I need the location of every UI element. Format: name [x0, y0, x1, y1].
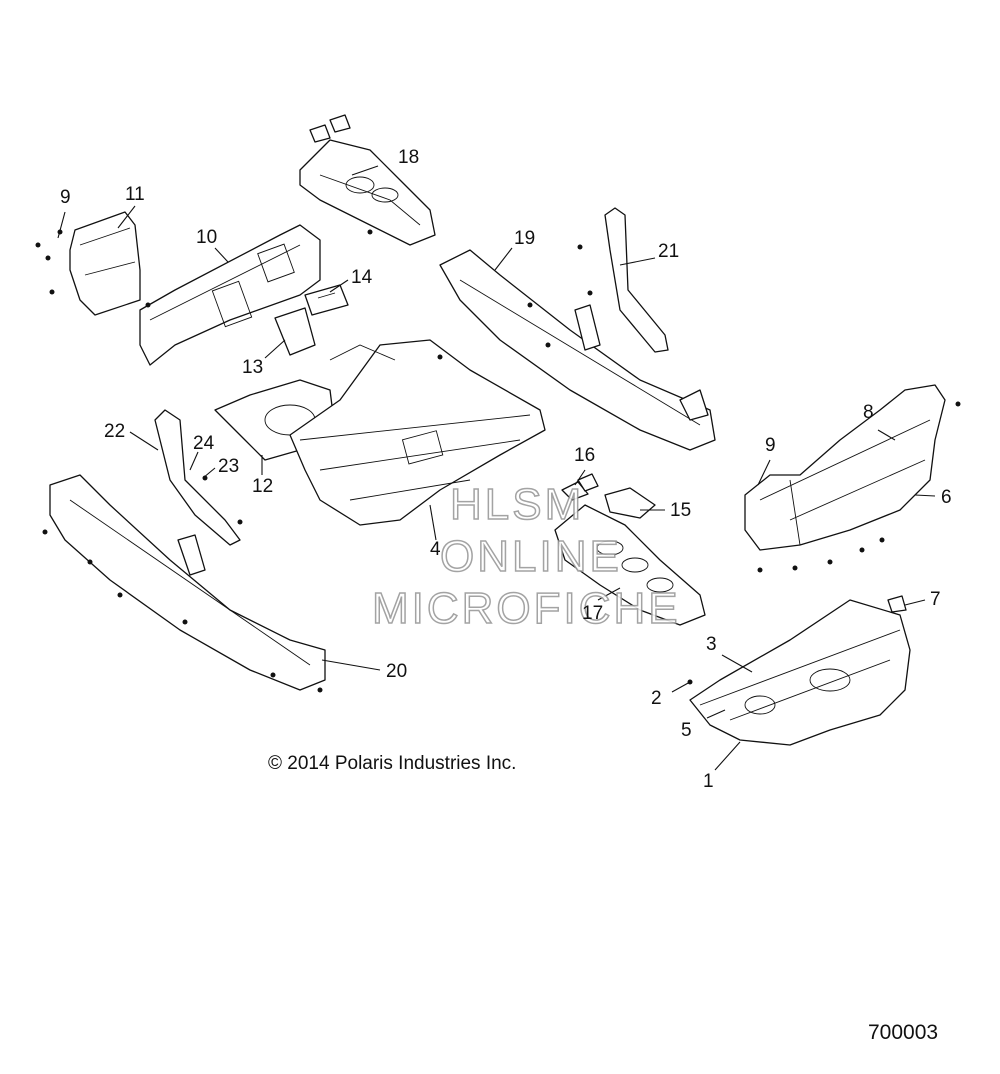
callout-10: 10 — [196, 227, 218, 248]
fasteners — [35, 229, 961, 693]
part-20-side-rail-left — [49, 474, 326, 691]
callout-18: 18 — [398, 147, 420, 168]
callout-16: 16 — [574, 445, 596, 466]
callout-6: 6 — [941, 487, 952, 508]
callout-13: 13 — [242, 357, 264, 378]
part-15-console-cap — [604, 487, 656, 519]
callout-23: 23 — [218, 456, 240, 477]
callout-24: 24 — [193, 433, 215, 454]
diagram-number: 700003 — [868, 1021, 939, 1044]
part-6-bulkhead — [744, 384, 946, 551]
watermark-line-1: HLSM — [449, 479, 585, 530]
part-11-side-panel — [69, 211, 141, 316]
part-14-plate — [304, 284, 349, 316]
part-13-plate — [274, 307, 316, 356]
callout-12: 12 — [252, 476, 274, 497]
callout-2: 2 — [651, 688, 662, 709]
callout-7: 7 — [930, 589, 941, 610]
callout-11: 11 — [125, 184, 145, 205]
part-22-left-trim-strip — [154, 409, 241, 546]
callout-19: 19 — [514, 228, 536, 249]
part-19-side-rail-right — [439, 249, 716, 451]
callout-8: 8 — [863, 402, 874, 423]
callout-20: 20 — [386, 661, 408, 682]
callout-4: 4 — [430, 539, 441, 560]
callout-9-left: 9 — [60, 187, 71, 208]
callout-5: 5 — [681, 720, 692, 741]
callout-14: 14 — [351, 267, 373, 288]
part-17-console-lower — [554, 504, 706, 626]
part-18-console-upper — [299, 114, 436, 246]
part-10-rear-panel — [139, 224, 321, 366]
watermark-line-3: MICROFICHE — [371, 583, 681, 634]
callout-9-right: 9 — [765, 435, 776, 456]
callout-21: 21 — [658, 241, 680, 262]
part-16-console-cap — [561, 473, 599, 501]
part-4-main-floor — [289, 339, 546, 526]
callout-3: 3 — [706, 634, 717, 655]
callout-15: 15 — [670, 500, 692, 521]
callout-17: 17 — [582, 603, 604, 624]
callout-22: 22 — [104, 421, 126, 442]
part-1-front-floor-tub — [689, 595, 911, 746]
part-21-trim-strip — [604, 207, 669, 353]
copyright-notice: © 2014 Polaris Industries Inc. — [268, 753, 517, 774]
callout-1: 1 — [703, 771, 714, 792]
watermark-line-2: ONLINE — [439, 531, 622, 582]
leader-lines — [57, 165, 936, 771]
